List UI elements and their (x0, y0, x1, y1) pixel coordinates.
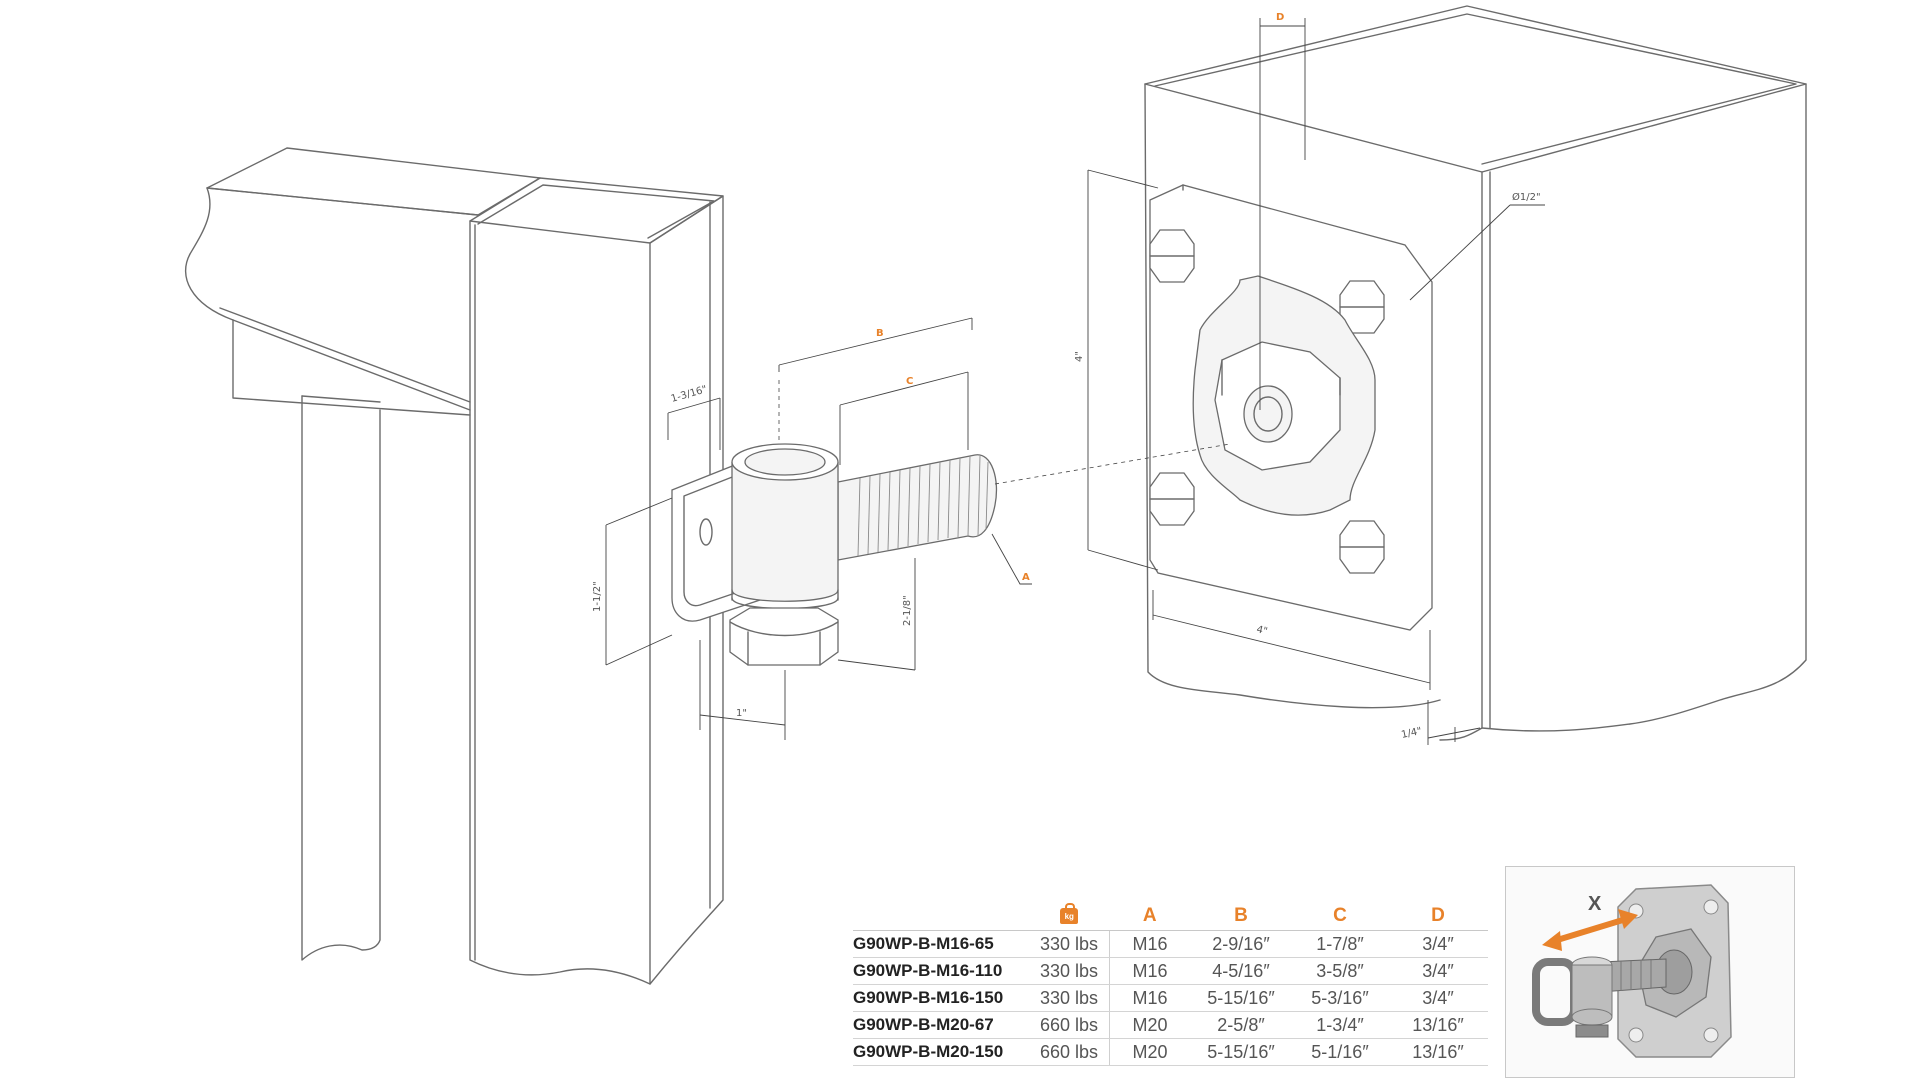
b-cell: 4-5/16″ (1190, 957, 1292, 985)
gate-frame (184, 147, 724, 985)
a-cell: M20 (1109, 1011, 1190, 1039)
dim-1: 1" (736, 708, 747, 719)
table-row: G90WP-B-M16-150 330 lbs M16 5-15/16″ 5-3… (853, 984, 1488, 1012)
table-header-row: kg A B C D (853, 902, 1488, 931)
c-cell: 5-3/16″ (1292, 984, 1388, 1012)
double-arrow-icon (1542, 909, 1638, 951)
table-row: G90WP-B-M16-65 330 lbs M16 2-9/16″ 1-7/8… (853, 930, 1488, 958)
label-c: C (906, 376, 913, 387)
load-cell: 330 lbs (1029, 957, 1110, 985)
table-row: G90WP-B-M20-67 660 lbs M20 2-5/8″ 1-3/4″… (853, 1011, 1488, 1039)
label-b: B (876, 328, 884, 339)
b-cell: 2-5/8″ (1190, 1011, 1292, 1039)
mounting-plate (1149, 184, 1433, 631)
dim-4-horizontal: 4" (1255, 624, 1268, 637)
b-cell: 5-15/16″ (1190, 1038, 1292, 1066)
header-model (853, 902, 1029, 931)
a-cell: M16 (1109, 957, 1190, 985)
model-cell: G90WP-B-M20-67 (853, 1011, 1029, 1039)
header-d: D (1388, 902, 1488, 931)
b-cell: 2-9/16″ (1190, 930, 1292, 958)
c-cell: 1-7/8″ (1292, 930, 1388, 958)
dim-1-3-16: 1-3/16" (670, 384, 709, 405)
hinge-assembly (671, 443, 998, 666)
d-cell: 3/4″ (1388, 930, 1488, 958)
load-cell: 660 lbs (1029, 1011, 1110, 1039)
c-cell: 3-5/8″ (1292, 957, 1388, 985)
load-cell: 330 lbs (1029, 984, 1110, 1012)
load-cell: 660 lbs (1029, 1038, 1110, 1066)
table-row: G90WP-B-M16-110 330 lbs M16 4-5/16″ 3-5/… (853, 957, 1488, 985)
label-a: A (1022, 572, 1030, 583)
label-d: D (1276, 12, 1284, 23)
d-cell: 3/4″ (1388, 984, 1488, 1012)
d-cell: 3/4″ (1388, 957, 1488, 985)
dimension-lines (605, 18, 1545, 745)
header-a: A (1109, 902, 1190, 931)
model-cell: G90WP-B-M16-150 (853, 984, 1029, 1012)
header-c: C (1292, 902, 1388, 931)
specification-table: kg A B C D G90WP-B-M16-65 330 lbs M16 2-… (853, 902, 1488, 1066)
inset-illustration (1532, 884, 1732, 1058)
c-cell: 1-3/4″ (1292, 1011, 1388, 1039)
model-cell: G90WP-B-M16-65 (853, 930, 1029, 958)
weight-icon: kg (1060, 902, 1079, 924)
header-b: B (1190, 902, 1292, 931)
dim-1-4: 1/4" (1400, 726, 1423, 741)
table-row: G90WP-B-M20-150 660 lbs M20 5-15/16″ 5-1… (853, 1038, 1488, 1066)
dim-2-1-8: 2-1/8" (902, 595, 913, 626)
d-cell: 13/16″ (1388, 1011, 1488, 1039)
a-cell: M20 (1109, 1038, 1190, 1066)
dim-diameter-1-2: Ø1/2" (1512, 191, 1541, 203)
a-cell: M16 (1109, 984, 1190, 1012)
square-post (1144, 5, 1807, 741)
header-load: kg (1029, 902, 1110, 931)
d-cell: 13/16″ (1388, 1038, 1488, 1066)
model-cell: G90WP-B-M20-150 (853, 1038, 1029, 1066)
adjustment-x-label: X (1588, 893, 1602, 915)
product-inset-photo: X (1505, 866, 1795, 1078)
dim-4-vertical: 4" (1074, 351, 1085, 362)
dim-1-1-2: 1-1/2" (592, 581, 603, 612)
c-cell: 5-1/16″ (1292, 1038, 1388, 1066)
b-cell: 5-15/16″ (1190, 984, 1292, 1012)
load-cell: 330 lbs (1029, 930, 1110, 958)
a-cell: M16 (1109, 930, 1190, 958)
model-cell: G90WP-B-M16-110 (853, 957, 1029, 985)
